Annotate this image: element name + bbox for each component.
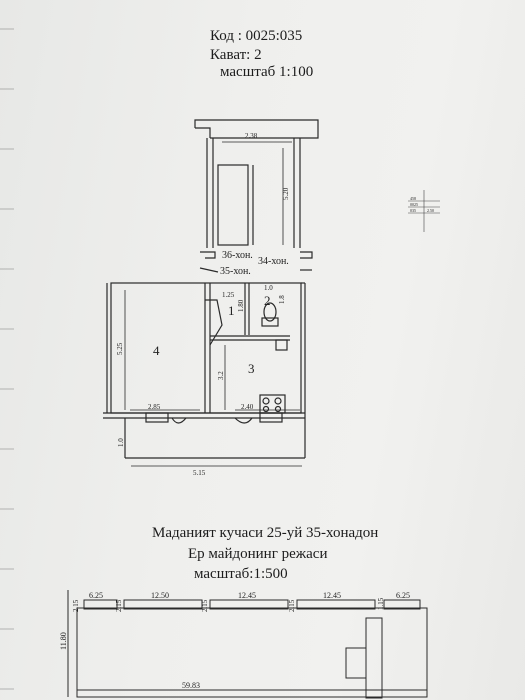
site-plan-scale: масштаб:1:500 <box>194 566 288 582</box>
site-gap-4: 2.15 <box>288 599 296 612</box>
dim-room2-width: 1.0 <box>264 284 273 292</box>
site-segment-2: 12.50 <box>151 591 169 600</box>
room-number-4: 4 <box>153 343 160 358</box>
stamp-line-2: 0025 <box>410 202 418 207</box>
label-apt-36: 36-хон. <box>222 250 253 261</box>
room-number-3: 3 <box>248 361 255 376</box>
label-apt-34: 34-хон. <box>258 256 289 267</box>
room-number-2: 2 <box>264 293 271 308</box>
site-gap-3: 2.15 <box>201 599 209 612</box>
cadastral-code: Код : 0025:035 <box>210 28 303 44</box>
dim-stair-width: 2.38 <box>245 132 258 140</box>
small-stamp: 458 0025 035 2.50 <box>408 190 440 232</box>
site-segment-3: 12.45 <box>238 591 256 600</box>
plan-scale: масштаб 1:100 <box>220 64 314 80</box>
dim-room4-width: 2.85 <box>148 403 161 411</box>
address-caption: Маданият кучаси 25-уй 35-хонадон <box>152 525 379 541</box>
dim-stair-length: 5.20 <box>282 187 290 200</box>
dim-balcony-width: 5.15 <box>193 469 206 477</box>
site-segment-4: 12.45 <box>323 591 341 600</box>
binder-margin <box>0 0 14 700</box>
dim-room3-height: 3.2 <box>217 371 225 380</box>
site-segment-5: 6.25 <box>396 591 410 600</box>
dimension-lines <box>124 141 302 467</box>
site-plan-subtitle: Ер майдонинг режаси <box>188 546 328 562</box>
label-apt-35: 35-хон. <box>220 266 251 277</box>
stamp-line-1: 458 <box>410 196 416 201</box>
site-segment-1: 6.25 <box>89 591 103 600</box>
site-gap-5: 1.15 <box>377 597 385 610</box>
stamp-right: 2.50 <box>427 208 434 213</box>
site-total-length: 59.83 <box>182 681 200 690</box>
plan-walls <box>103 119 319 459</box>
dim-room3-width: 2.40 <box>241 403 254 411</box>
site-gap-2: 2.15 <box>115 599 123 612</box>
dim-room1-height: 1.80 <box>237 299 245 312</box>
floor-number: Кават: 2 <box>210 47 262 63</box>
room-number-1: 1 <box>228 303 235 318</box>
dim-room1-width: 1.25 <box>222 291 235 299</box>
site-gap-1: 2.15 <box>72 599 80 612</box>
site-height: 11.80 <box>59 632 68 650</box>
dim-room4-height: 5.25 <box>116 342 124 355</box>
dim-balcony-height: 1.0 <box>117 438 125 447</box>
stamp-line-3: 035 <box>410 208 416 213</box>
site-plan <box>67 590 428 699</box>
dim-room2-height: 1.8 <box>278 295 286 304</box>
